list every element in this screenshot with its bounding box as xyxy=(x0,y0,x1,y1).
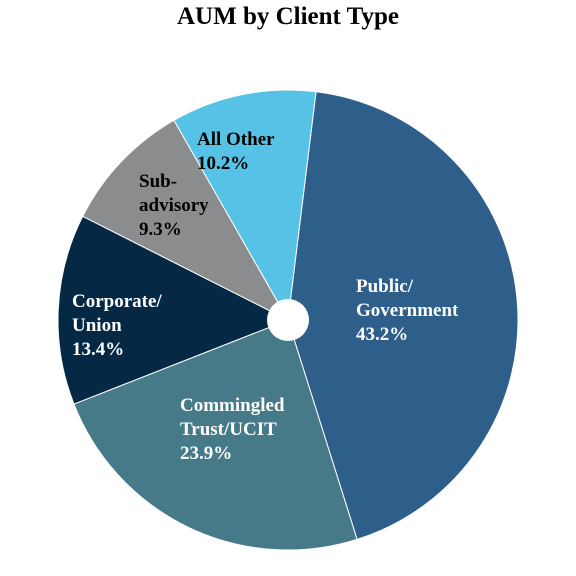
slice-name-label: Union xyxy=(72,315,122,336)
slice-name-label: Government xyxy=(356,300,459,321)
slice-name-label: Trust/UCIT xyxy=(180,419,277,440)
pie-slice-all-other xyxy=(173,89,317,322)
slice-value-label: 23.9% xyxy=(180,443,232,464)
slice-name-label: Public/ xyxy=(356,276,414,297)
slice-value-label: 9.3% xyxy=(139,219,182,240)
pie-slice-public-government xyxy=(287,91,519,541)
pie-slice-sub-advisory xyxy=(82,119,290,322)
chart-title: AUM by Client Type xyxy=(177,3,399,30)
slice-name-label: Corporate/ xyxy=(72,291,162,312)
donut-hole xyxy=(267,299,309,341)
pie-slice-corporate-union xyxy=(57,215,290,405)
pie-slice-commingled-trust-ucit xyxy=(73,319,358,551)
pie-slices xyxy=(57,89,519,551)
slice-value-label: 43.2% xyxy=(356,324,408,345)
slice-label: Sub-advisory 9.3% xyxy=(139,171,209,240)
slice-name-label: All Other xyxy=(197,129,275,150)
slice-name-label: advisory xyxy=(139,195,209,216)
slice-value-label: 13.4% xyxy=(72,339,124,360)
slice-value-label: 10.2% xyxy=(197,153,249,174)
slice-label: Public/Government 43.2% xyxy=(356,276,459,345)
slice-label: Corporate/Union 13.4% xyxy=(72,291,162,360)
slice-name-label: Sub- xyxy=(139,171,177,192)
slice-label: All Other 10.2% xyxy=(197,129,275,174)
slice-name-label: Commingled xyxy=(180,395,285,416)
